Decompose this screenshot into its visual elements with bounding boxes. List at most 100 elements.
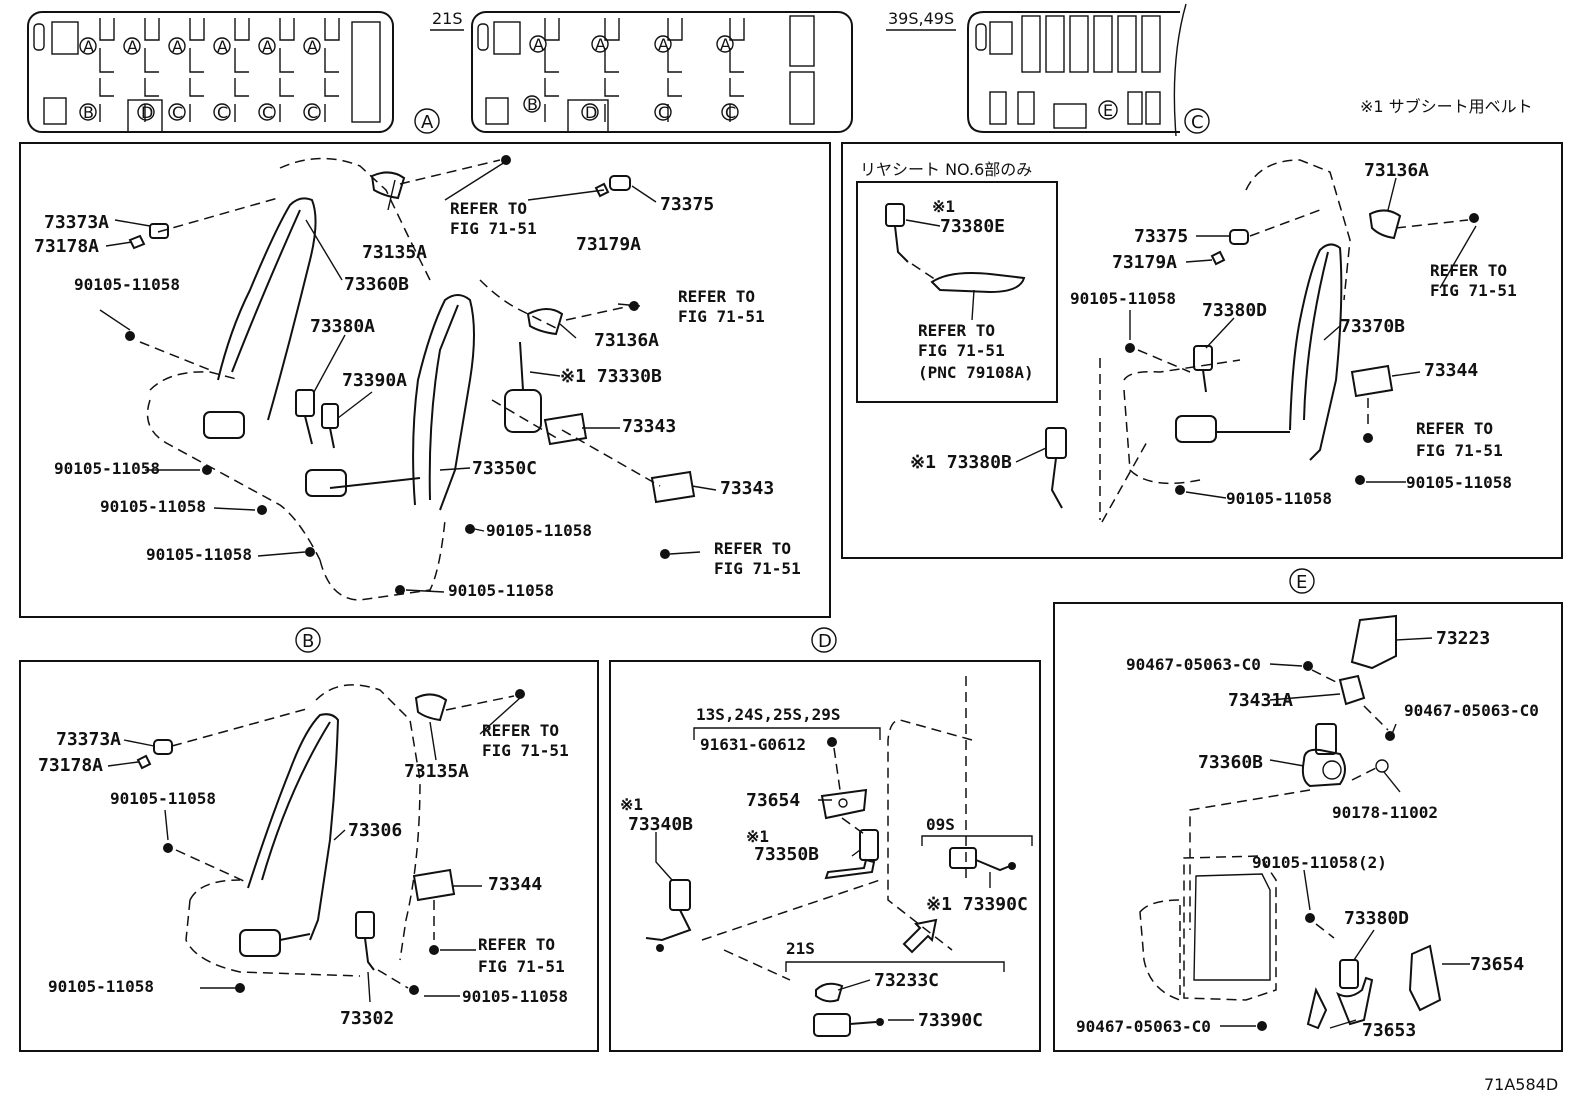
label-73375: 73375 [660,194,714,215]
label-d-73340B: 73340B [628,814,693,835]
label-73350C: 73350C [472,458,537,479]
label-73380B: ※1 73380B [910,452,1012,473]
label-e-73136A: 73136A [1364,160,1429,181]
panel-view-f: 73223 90467-05063-C0 73431A 90467-05063-… [1053,602,1563,1052]
label-f-73360B: 73360B [1198,752,1263,773]
label-c-90105-11058-3: 90105-11058 [462,987,568,1006]
label-c-73306: 73306 [348,820,402,841]
label-e-refer-fig-1: FIG 71-51 [1430,281,1517,300]
label-f-90467-3: 90467-05063-C0 [1076,1017,1211,1036]
label-e-refer-fig-2: FIG 71-51 [1416,441,1503,460]
label-e-90105-11058-3: 90105-11058 [1226,489,1332,508]
label-e-90105-11058-1: 90105-11058 [1070,289,1176,308]
label-inset-pnc: (PNC 79108A) [918,363,1034,382]
label-90105-11058-1: 90105-11058 [74,275,180,294]
label-90105-11058-6: 90105-11058 [448,581,554,600]
label-c-refer-fig-1: FIG 71-51 [482,741,569,760]
label-refer-fig-2: FIG 71-51 [678,307,765,326]
label-f-73380D: 73380D [1344,908,1409,929]
label-73136A: 73136A [594,330,659,351]
seat-layout-a: A A A A A A B D C C C C A [27,11,440,134]
label-c-refer-to-2: REFER TO [478,935,555,954]
layout-b-marker-bottom-1: B [527,95,538,114]
label-e-refer-to-1: REFER TO [1430,261,1507,280]
label-f-73431A: 73431A [1228,690,1293,711]
label-e-73375: 73375 [1134,226,1188,247]
label-73330B: ※1 73330B [560,366,662,387]
label-c-90105-11058-2: 90105-11058 [48,977,154,996]
layout-b-marker-bottom-4: C [725,103,736,122]
layout-b-marker-top-3: A [658,35,669,54]
label-d-73350B: 73350B [754,844,819,865]
view-marker-d: D [818,631,832,652]
label-d-73350B-star: ※1 [746,827,769,846]
layout-b-marker-top-1: A [533,35,544,54]
label-e-refer-to-2: REFER TO [1416,419,1493,438]
label-90105-11058-2: 90105-11058 [54,459,160,478]
label-refer-fig-1: FIG 71-51 [450,219,537,238]
layout-b-marker-top-4: A [720,35,731,54]
sub-seat-belt-note: ※1 サブシート用ベルト [1360,97,1533,116]
label-d-variant-1: 13S,24S,25S,29S [696,705,841,724]
label-f-90467-2: 90467-05063-C0 [1404,701,1539,720]
layout-a-marker-bottom-4: C [217,103,228,122]
label-inset-refer-to: REFER TO [918,321,995,340]
label-73380E-star: ※1 [932,197,955,216]
layout-a-marker-top-6: A [307,37,318,56]
label-d-variant-3: 21S [786,939,815,958]
label-d-73654: 73654 [746,790,800,811]
panel-view-b: 73373A 73178A 90105-11058 73135A 73360B … [19,142,831,618]
view-marker-b: B [302,631,314,652]
label-refer-to-1: REFER TO [450,199,527,218]
label-e-73344: 73344 [1424,360,1478,381]
label-90105-11058-4: 90105-11058 [146,545,252,564]
label-73179A: 73179A [576,234,641,255]
label-inset-refer-fig: FIG 71-51 [918,341,1005,360]
label-73343-2: 73343 [720,478,774,499]
label-f-73653: 73653 [1362,1020,1416,1041]
panel-view-d: 13S,24S,25S,29S 91631-G0612 ※1 73340B 73… [609,660,1041,1052]
layout-a-marker-top-5: A [262,37,273,56]
label-e-90105-11058-2: 90105-11058 [1406,473,1512,492]
label-73178A: 73178A [34,236,99,257]
label-c-refer-to-1: REFER TO [482,721,559,740]
layout-a-marker-top-2: A [127,37,138,56]
label-d-73390C-1: ※1 73390C [926,894,1028,915]
label-refer-to-3: REFER TO [714,539,791,558]
panel-view-c: 73373A 73178A 90105-11058 73135A REFER T… [19,660,599,1052]
label-c-73135A: 73135A [404,761,469,782]
label-73360B: 73360B [344,274,409,295]
label-d-73340B-star: ※1 [620,795,643,814]
layout-a-marker-bottom-5: C [262,103,273,122]
layout-a-marker-top-4: A [217,37,228,56]
label-c-90105-11058-1: 90105-11058 [110,789,216,808]
label-90105-11058-3: 90105-11058 [100,497,206,516]
layout-c-marker-bottom-1: E [1103,101,1113,120]
layout-b-variant: 21S [432,9,463,28]
inset-title: リヤシート NO.6部のみ [860,160,1032,179]
layout-c-variant: 39S,49S [888,9,954,28]
label-e-73380D: 73380D [1202,300,1267,321]
label-d-91631: 91631-G0612 [700,735,806,754]
label-c-73178A: 73178A [38,755,103,776]
layout-a-marker-bottom-1: B [83,103,94,122]
layout-a-marker-bottom-2: D [141,103,153,122]
layout-a-marker-bottom-3: C [172,103,183,122]
label-73390A: 73390A [342,370,407,391]
layout-c-id: C [1191,112,1204,133]
label-90105-11058-5: 90105-11058 [486,521,592,540]
seat-layout-c: 39S,49S E C [886,3,1210,137]
label-e-73370B: 73370B [1340,316,1405,337]
label-c-73344: 73344 [488,874,542,895]
layout-a-marker-top-1: A [83,37,94,56]
label-c-73373A: 73373A [56,729,121,750]
layout-a-id: A [421,112,434,133]
label-d-73390C-2: 73390C [918,1010,983,1031]
label-c-refer-fig-2: FIG 71-51 [478,957,565,976]
label-c-73302: 73302 [340,1008,394,1029]
label-d-73233C: 73233C [874,970,939,991]
label-refer-fig-3: FIG 71-51 [714,559,801,578]
label-73373A: 73373A [44,212,109,233]
label-f-90467-1: 90467-05063-C0 [1126,655,1261,674]
